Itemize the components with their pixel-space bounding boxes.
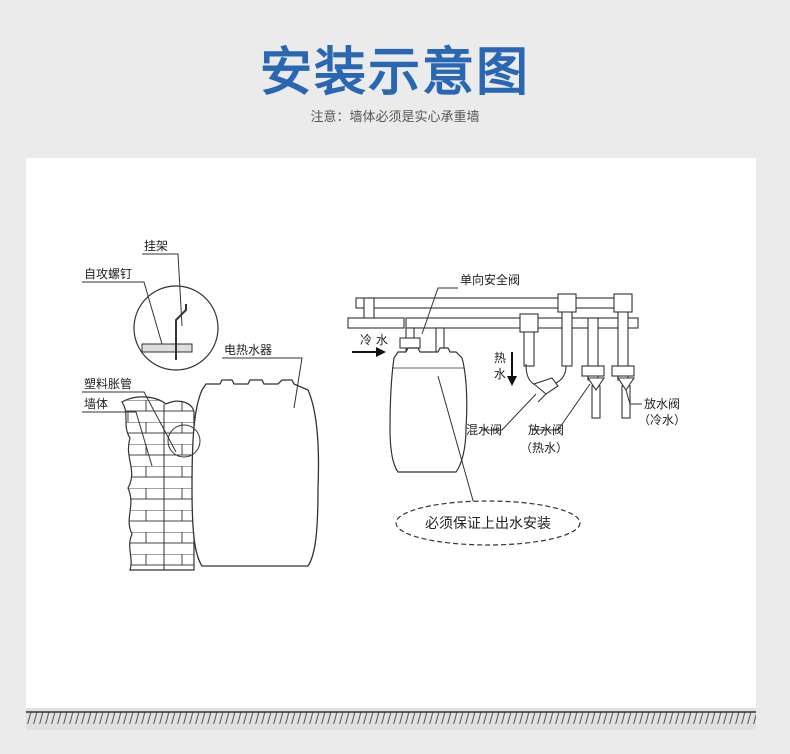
label-bracket: 挂架 [144,239,168,253]
label-wall: 墙体 [84,397,108,411]
floor-hatch [26,708,756,730]
label-drain-valve-hot-sub: （热水） [520,441,568,455]
electric-water-heater-left [191,379,320,567]
label-drain-valve-cold-sub: （冷水） [638,413,686,427]
label-cold-water: 冷 水 [360,333,388,347]
installation-diagram: 挂架 自攻螺钉 电热水器 塑料胀管 墙体 [82,239,686,571]
electric-water-heater-right [389,347,468,473]
page-title: 安装示意图 [259,43,530,103]
mixing-valve [525,363,567,403]
check-valve-leader [421,287,458,335]
label-check-valve: 单向安全阀 [460,272,520,287]
left-leaders [82,253,303,467]
cold-water-arrow [352,347,386,357]
bracket-detail [133,285,219,371]
label-screw: 自攻螺钉 [84,267,132,281]
note-ellipse [395,500,581,546]
note-text: 必须保证上出水安装 [425,516,551,532]
label-mixing-valve: 混水阀 [466,423,502,437]
hot-water-arrow [507,352,517,386]
label-drain-valve-hot: 放水阀 [528,422,564,437]
note-leader [437,375,475,505]
label-water: 水 [494,367,506,381]
right-leaders [482,383,642,431]
diagram-panel: 挂架 自攻螺钉 电热水器 塑料胀管 墙体 [26,158,756,708]
label-drain-valve-cold: 放水阀 [644,396,680,411]
piping [347,293,639,419]
label-hot: 热 [494,351,506,365]
label-heater: 电热水器 [224,343,272,357]
page-subtitle: 注意：墙体必须是实心承重墙 [310,110,480,125]
mount-detail-circle [167,424,201,458]
wall [121,396,195,571]
label-anchor: 塑料胀管 [84,376,132,391]
